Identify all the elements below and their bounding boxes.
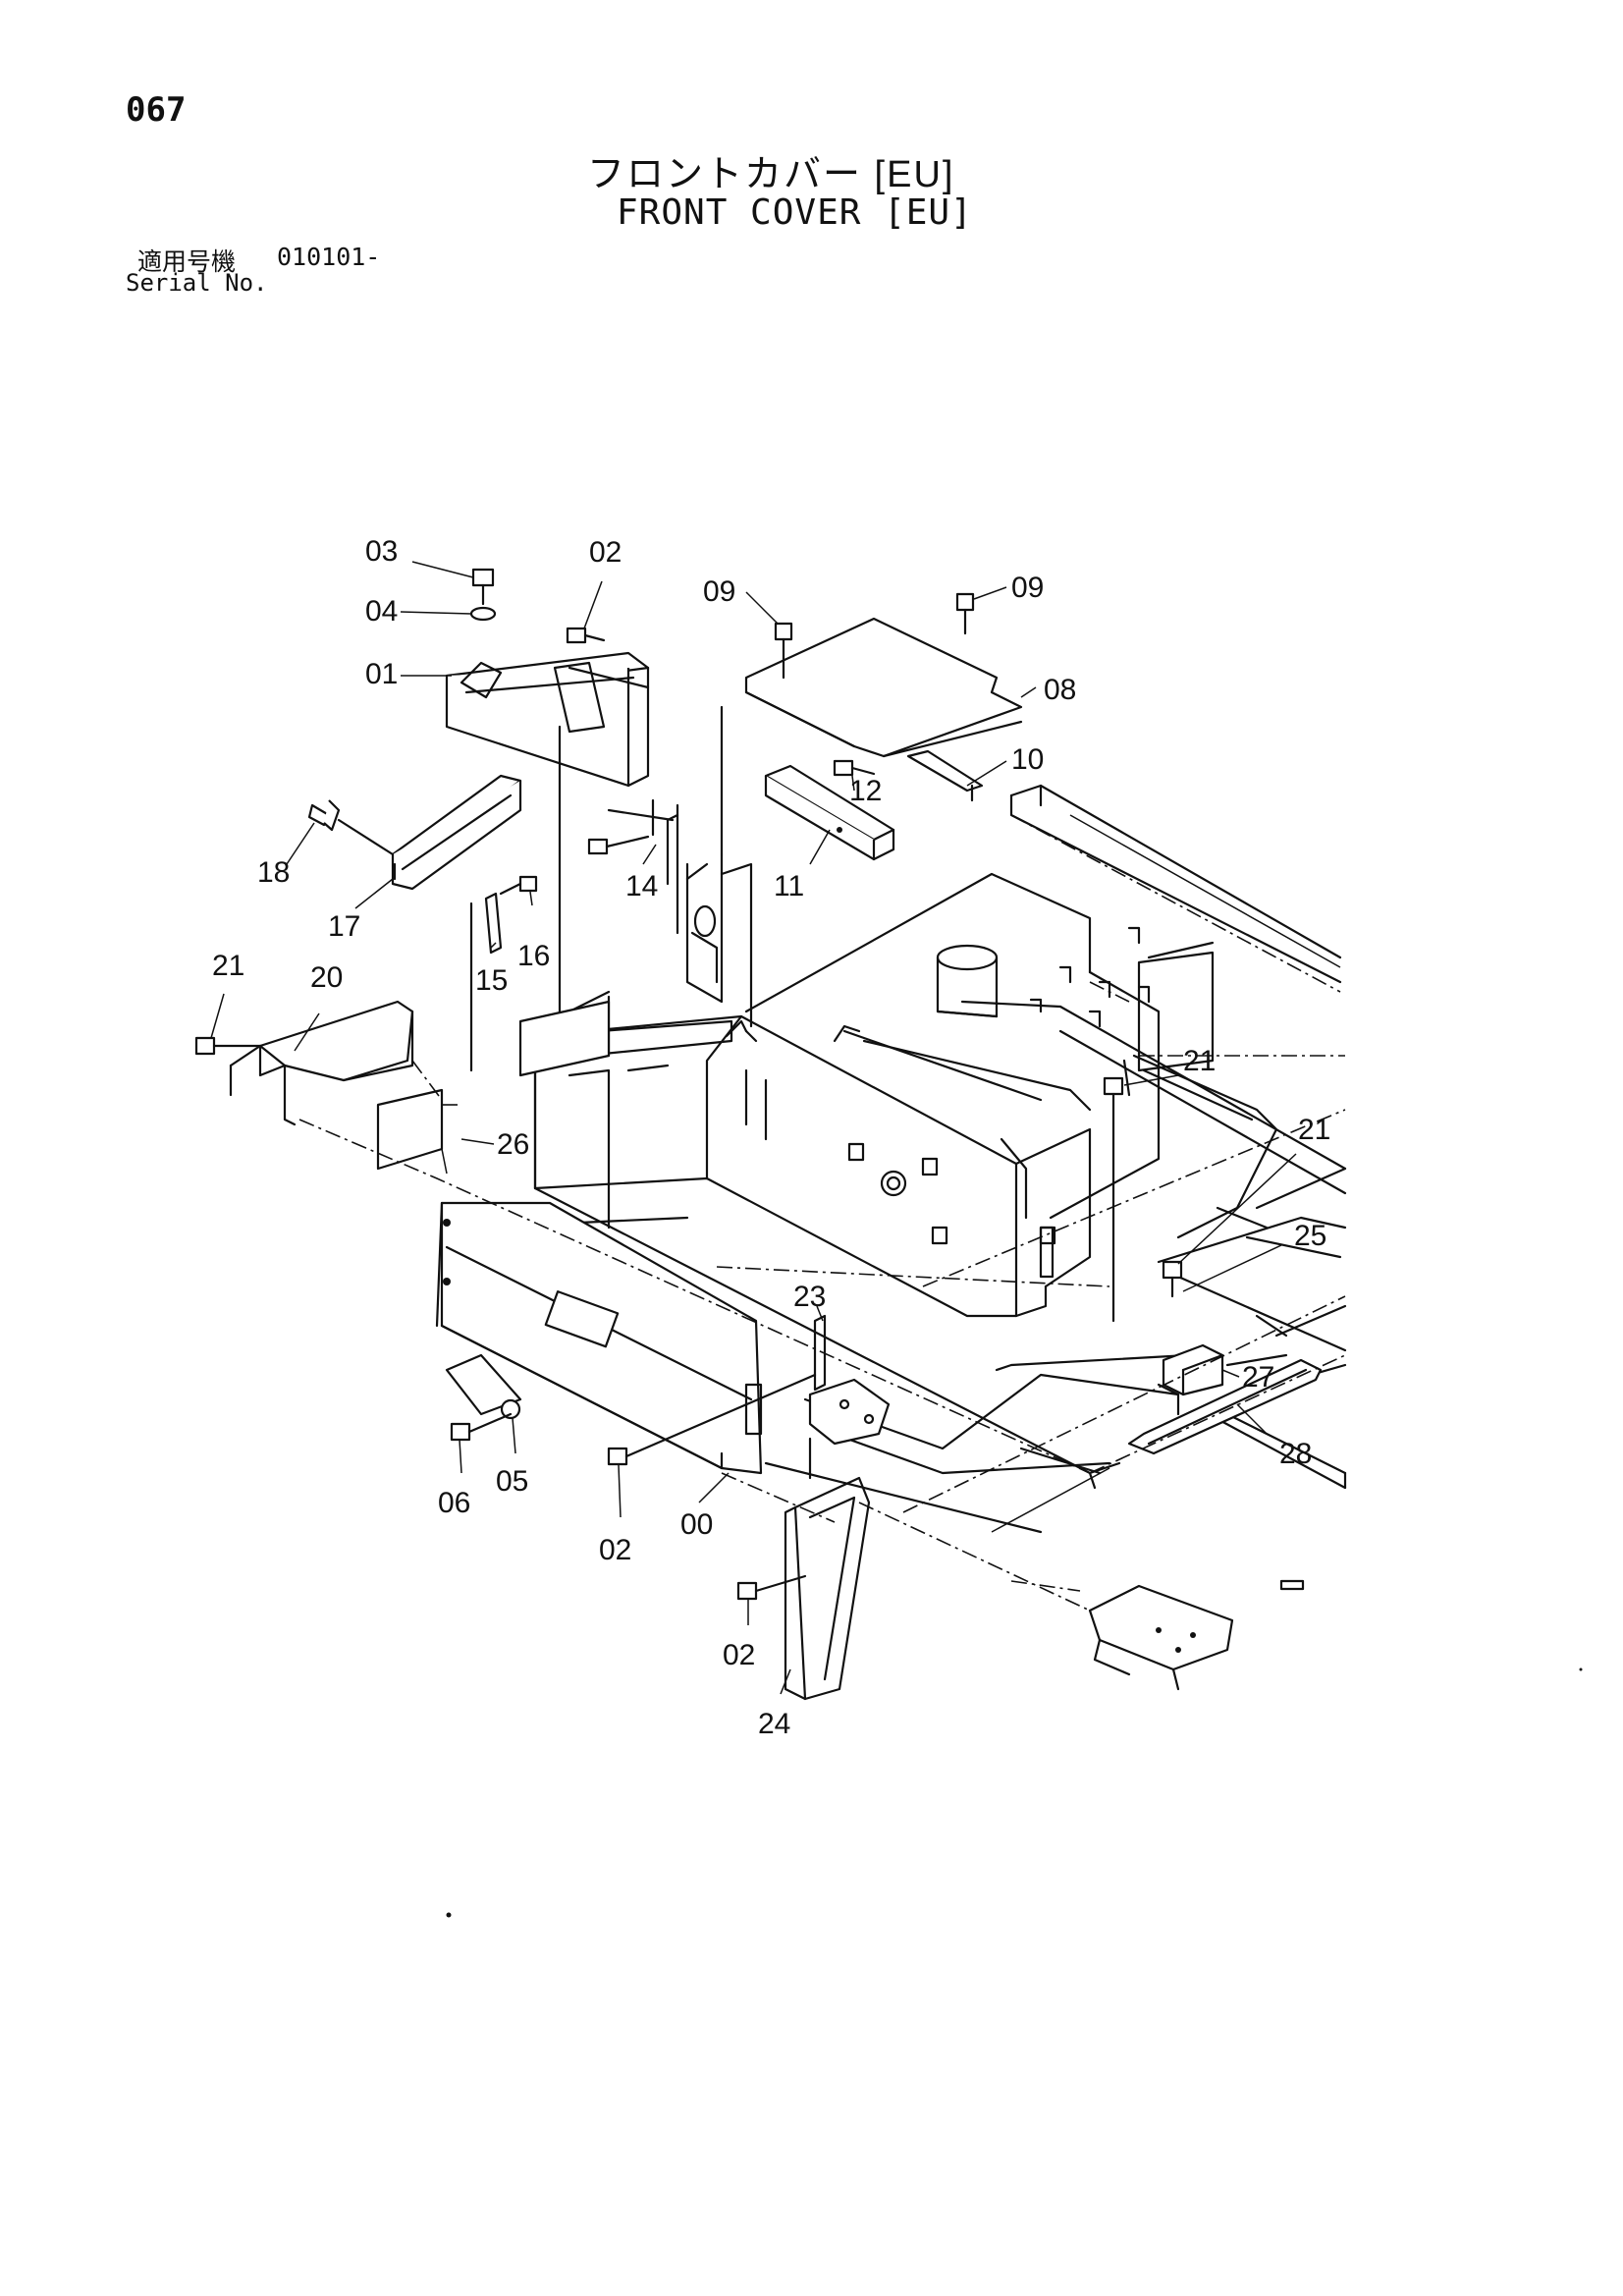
- callout-02-top: 02: [589, 536, 622, 569]
- bolt-02-lower-icon: [607, 1373, 817, 1466]
- callout-20: 20: [310, 961, 343, 994]
- callout-27: 27: [1242, 1361, 1274, 1394]
- callout-24: 24: [758, 1708, 790, 1740]
- callout-21-left: 21: [212, 950, 244, 982]
- bolt-14-icon: [587, 835, 650, 855]
- callout-04: 04: [365, 595, 398, 628]
- part-24-step: [764, 1437, 1110, 1701]
- serial-label-japanese: 適用号機: [137, 248, 237, 276]
- bolt-02-step-icon: [736, 1574, 807, 1601]
- callout-14: 14: [625, 870, 658, 902]
- page-number: 067: [126, 90, 187, 130]
- callout-05: 05: [496, 1465, 528, 1498]
- center-housing: [533, 872, 1215, 1318]
- serial-number-value: 010101-: [277, 243, 381, 271]
- part-11-bracket: [764, 764, 895, 861]
- part-20-guard: [229, 1000, 414, 1126]
- bolt-09-right-icon: [955, 592, 975, 635]
- callout-labels: 03 04 01 02 09 09 08 10 12 11 14 16 15 1…: [212, 535, 1330, 1740]
- callout-17: 17: [328, 910, 360, 943]
- callout-25: 25: [1294, 1220, 1326, 1252]
- bolt-12-icon: [833, 759, 876, 777]
- assembly-lines: [298, 814, 1346, 1612]
- callout-28: 28: [1279, 1438, 1312, 1470]
- title-japanese: フロントカバー [EU]: [587, 154, 955, 195]
- callout-02-step: 02: [723, 1639, 755, 1671]
- part-26-plate: [376, 1000, 611, 1175]
- callout-12: 12: [849, 775, 882, 807]
- part-00-front-cover: [435, 1201, 763, 1475]
- callout-01: 01: [365, 658, 398, 690]
- part-28-strip: [1127, 1358, 1323, 1455]
- part-17-channel: [391, 774, 522, 891]
- callout-08: 08: [1044, 674, 1076, 706]
- bolt-21-mid-icon: [1103, 1076, 1124, 1323]
- callout-09-left: 09: [703, 575, 735, 608]
- part-small-plate: [445, 1353, 522, 1420]
- part-01-cover: [445, 651, 650, 788]
- callout-09-right: 09: [1011, 572, 1044, 604]
- title-english: FRONT COVER [EU]: [617, 192, 973, 233]
- bolt-21-left-icon: [194, 1036, 262, 1056]
- callout-26: 26: [497, 1128, 529, 1161]
- bolt-21-right-icon: [1162, 1260, 1183, 1298]
- bolt-02-upper-icon: [566, 627, 606, 644]
- bolt-06-icon: [450, 1412, 513, 1442]
- leader-lines: [210, 561, 1297, 1695]
- callout-10: 10: [1011, 743, 1044, 776]
- part-23-bracket: [808, 1314, 891, 1446]
- callout-02-lower: 02: [599, 1534, 631, 1566]
- callout-16: 16: [517, 940, 550, 972]
- part-08-plate: [744, 617, 1023, 802]
- scan-speck: [446, 1912, 452, 1918]
- callout-15: 15: [475, 964, 508, 997]
- callout-21-right: 21: [1298, 1114, 1330, 1146]
- wing-bolt-18-icon: [307, 799, 395, 856]
- callout-21-mid: 21: [1183, 1045, 1216, 1077]
- serial-label-english: Serial No.: [126, 269, 268, 297]
- vertical-panels: [469, 705, 758, 1072]
- callout-18: 18: [257, 856, 290, 889]
- callout-06: 06: [438, 1487, 470, 1519]
- callout-23: 23: [793, 1281, 826, 1313]
- bolt-16-icon: [499, 875, 538, 896]
- callout-11: 11: [774, 870, 804, 902]
- scan-speck: [1579, 1667, 1583, 1671]
- callout-00: 00: [680, 1508, 713, 1541]
- bolt-09-left-icon: [774, 622, 793, 680]
- washer-04-icon: [469, 606, 497, 622]
- front-bumper-plate: [1088, 1584, 1234, 1691]
- bolt-03-icon: [471, 568, 495, 606]
- callout-03: 03: [365, 535, 398, 568]
